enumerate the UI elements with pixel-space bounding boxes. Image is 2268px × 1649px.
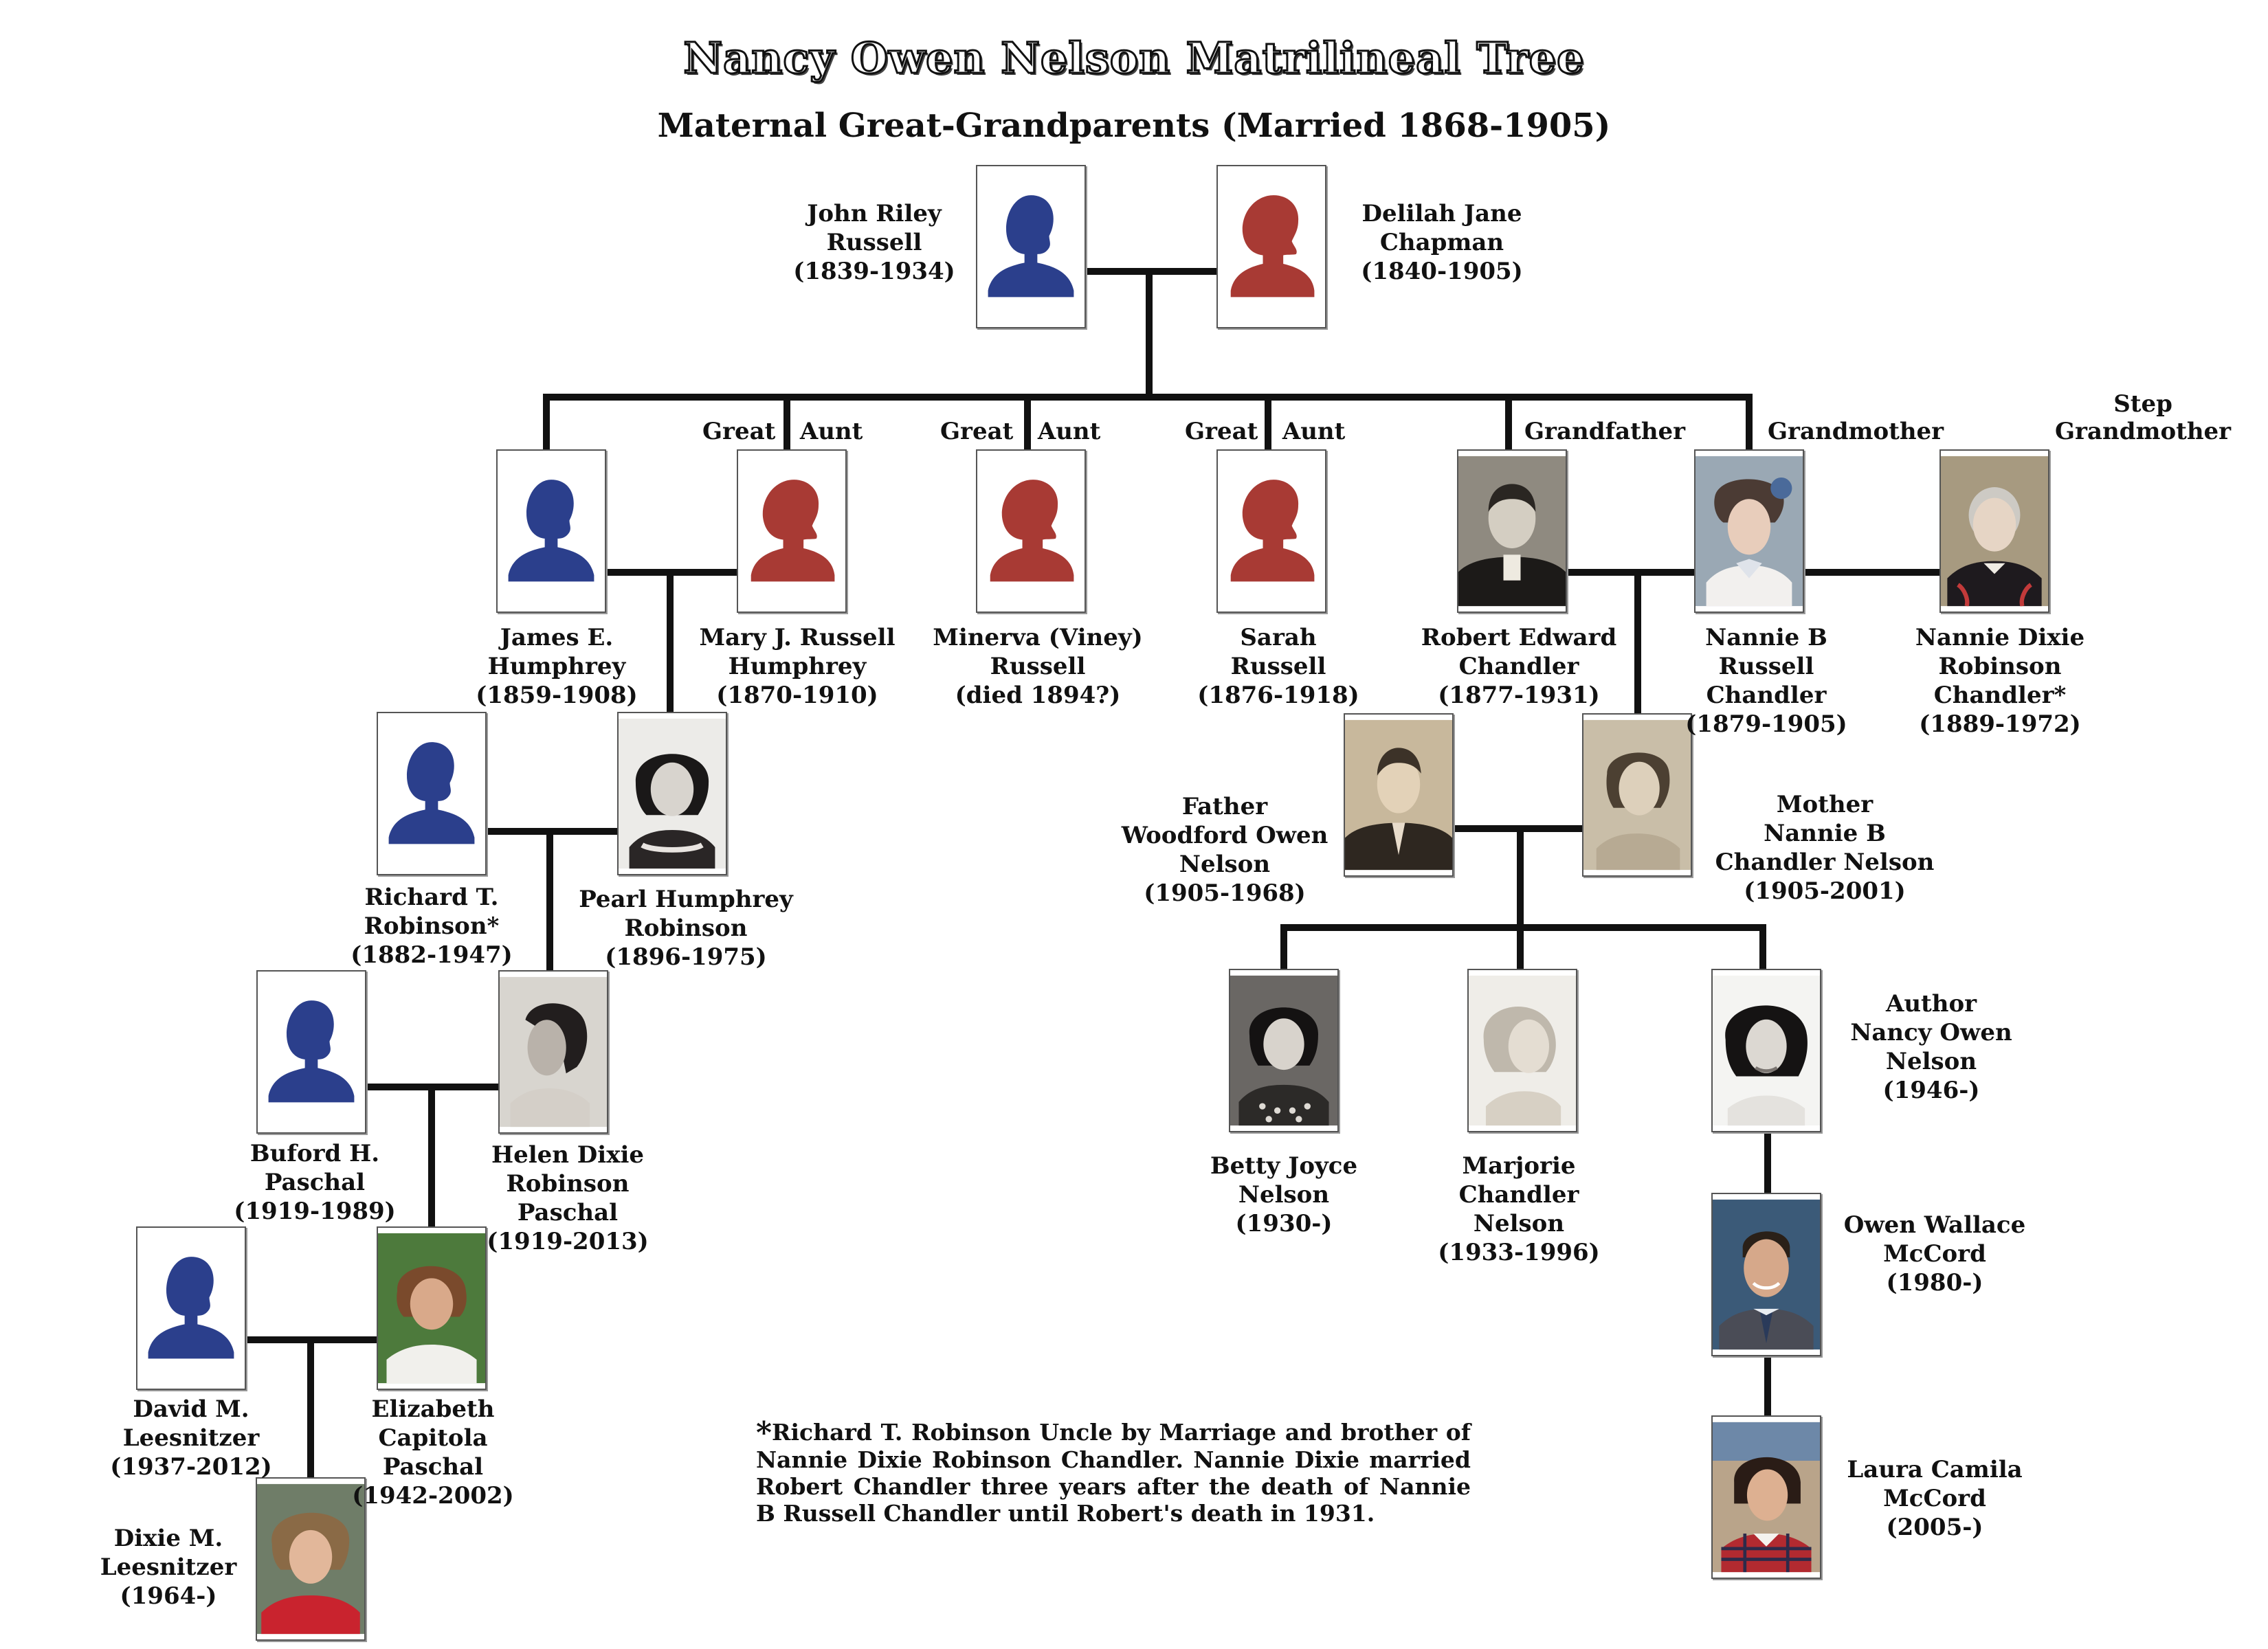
person-label-richard-t-robinson: Richard T. Robinson* (1882-1947) (351, 884, 513, 969)
person-label-helen-dixie-robinson-paschal: Helen Dixie Robinson Paschal (1919-2013) (487, 1141, 649, 1255)
person-photo-buford-h-paschal[interactable] (256, 970, 366, 1134)
person-label-robert-edward-chandler: Robert Edward Chandler (1877-1931) (1421, 624, 1617, 709)
person-photo-elizabeth-capitola-paschal[interactable] (377, 1226, 487, 1390)
person-label-david-m-leesnitzer: David M. Leesnitzer (1937-2012) (110, 1395, 272, 1481)
person-photo-helen-dixie-robinson-paschal[interactable] (498, 970, 608, 1134)
person-photo-david-m-leesnitzer[interactable] (136, 1226, 246, 1390)
person-label-elizabeth-capitola-paschal: Elizabeth Capitola Paschal (1942-2002) (352, 1395, 514, 1510)
person-label-john-riley-russell: John Riley Russell (1839-1934) (793, 200, 955, 285)
person-label-minerva-viney-russell: Minerva (Viney) Russell (died 1894?) (933, 624, 1143, 709)
portrait-photo (1713, 1194, 1820, 1355)
person-photo-nannie-dixie-robinson-chandler[interactable] (1939, 449, 2049, 613)
person-label-owen-wallace-mccord: Owen Wallace McCord (1980-) (1843, 1211, 2026, 1297)
footnote: *Richard T. Robinson Uncle by Marriage a… (756, 1418, 1471, 1527)
relation-grandfather: Grandfather (1524, 418, 1686, 445)
relation-great-aunt-minerva: Great Aunt (940, 418, 1101, 445)
person-photo-pearl-humphrey-robinson[interactable] (617, 712, 727, 875)
page-title: Nancy Owen Nelson Matrilineal Tree (682, 32, 1585, 85)
person-label-mary-j-russell-humphrey: Mary J. Russell Humphrey (1870-1910) (699, 624, 896, 709)
person-photo-dixie-m-leesnitzer[interactable] (256, 1477, 366, 1641)
portrait-photo (1713, 970, 1820, 1131)
female-silhouette-icon (1218, 451, 1325, 612)
relation-great-aunt-mary: Great Aunt (702, 418, 863, 445)
relation-grandmother: Grandmother (1768, 418, 1944, 445)
male-silhouette-icon (137, 1228, 245, 1389)
person-photo-delilah-jane-chapman[interactable] (1216, 165, 1326, 328)
person-photo-laura-camila-mccord[interactable] (1711, 1415, 1821, 1579)
person-photo-nannie-b-russell-chandler[interactable] (1694, 449, 1804, 613)
portrait-photo (1713, 1417, 1820, 1578)
male-silhouette-icon (977, 166, 1085, 327)
person-label-buford-h-paschal: Buford H. Paschal (1919-1989) (234, 1140, 396, 1225)
person-label-sarah-russell: Sarah Russell (1876-1918) (1197, 624, 1359, 709)
relation-step-grandmother: Step Grandmother (2055, 390, 2232, 445)
person-label-betty-joyce-nelson: Betty Joyce Nelson (1930-) (1210, 1152, 1358, 1237)
person-label-nannie-b-chandler-nelson: Mother Nannie B Chandler Nelson (1905-20… (1715, 791, 1935, 905)
person-photo-john-riley-russell[interactable] (976, 165, 1086, 328)
female-silhouette-icon (738, 451, 845, 612)
person-label-delilah-jane-chapman: Delilah Jane Chapman (1840-1905) (1361, 200, 1523, 285)
person-label-james-e-humphrey: James E. Humphrey (1859-1908) (476, 624, 638, 709)
person-label-woodford-owen-nelson: Father Woodford Owen Nelson (1905-1968) (1121, 793, 1328, 907)
person-label-laura-camila-mccord: Laura Camila McCord (2005-) (1847, 1456, 2023, 1541)
portrait-photo (1583, 715, 1691, 875)
person-photo-nancy-owen-nelson[interactable] (1711, 969, 1821, 1132)
person-photo-woodford-owen-nelson[interactable] (1344, 713, 1454, 877)
person-photo-betty-joyce-nelson[interactable] (1229, 969, 1339, 1132)
footnote-text: Richard T. Robinson Uncle by Marriage an… (756, 1419, 1471, 1527)
male-silhouette-icon (498, 451, 605, 612)
person-photo-robert-edward-chandler[interactable] (1457, 449, 1567, 613)
male-silhouette-icon (378, 713, 485, 874)
portrait-photo (500, 972, 607, 1132)
portrait-photo (1458, 451, 1566, 612)
portrait-photo (1696, 451, 1803, 612)
person-photo-james-e-humphrey[interactable] (496, 449, 606, 613)
person-label-dixie-m-leesnitzer: Dixie M. Leesnitzer (1964-) (100, 1525, 237, 1610)
portrait-photo (378, 1228, 485, 1389)
relation-great-aunt-sarah: Great Aunt (1185, 418, 1346, 445)
person-photo-owen-wallace-mccord[interactable] (1711, 1193, 1821, 1356)
person-label-nannie-dixie-robinson-chandler: Nannie Dixie Robinson Chandler* (1889-19… (1915, 624, 2085, 738)
portrait-photo (619, 713, 726, 874)
male-silhouette-icon (258, 972, 365, 1132)
page-subtitle: Maternal Great-Grandparents (Married 186… (657, 106, 1611, 145)
person-label-pearl-humphrey-robinson: Pearl Humphrey Robinson (1896-1975) (579, 886, 793, 971)
person-label-marjorie-chandler-nelson: Marjorie Chandler Nelson (1933-1996) (1438, 1152, 1600, 1266)
person-photo-sarah-russell[interactable] (1216, 449, 1326, 613)
person-label-nancy-owen-nelson: Author Nancy Owen Nelson (1946-) (1850, 990, 2012, 1104)
female-silhouette-icon (1218, 166, 1325, 327)
person-photo-richard-t-robinson[interactable] (377, 712, 487, 875)
person-photo-minerva-viney-russell[interactable] (976, 449, 1086, 613)
portrait-photo (1469, 970, 1576, 1131)
person-photo-mary-j-russell-humphrey[interactable] (737, 449, 847, 613)
portrait-photo (1345, 715, 1452, 875)
portrait-photo (257, 1479, 364, 1639)
person-photo-marjorie-chandler-nelson[interactable] (1467, 969, 1577, 1132)
footnote-marker: * (756, 1415, 772, 1450)
female-silhouette-icon (977, 451, 1085, 612)
portrait-photo (1230, 970, 1337, 1131)
person-photo-nannie-b-chandler-nelson[interactable] (1582, 713, 1692, 877)
portrait-photo (1941, 451, 2048, 612)
person-label-nannie-b-russell-chandler: Nannie B Russell Chandler (1879-1905) (1685, 624, 1847, 738)
